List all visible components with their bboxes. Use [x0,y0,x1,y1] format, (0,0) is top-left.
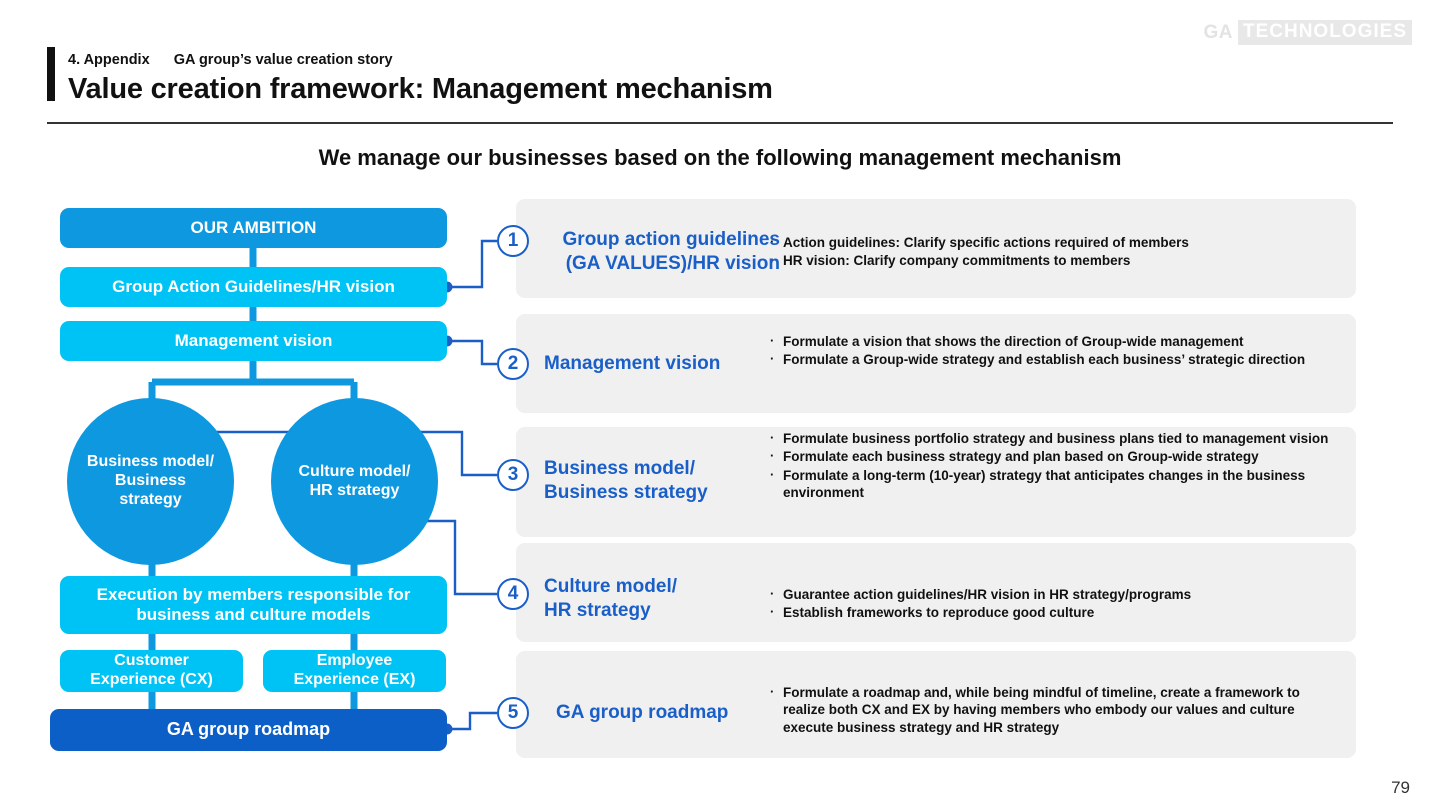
bullet-marker: · [770,234,775,249]
detail-panel-4 [516,543,1356,642]
bullet-text: Establish frameworks to reproduce good c… [783,605,1095,621]
node-label: Group Action Guidelines/HR vision [112,276,395,296]
panel-number-badge-3: 3 [497,459,529,491]
bullet-text: Action guidelines: Clarify specific acti… [783,235,1189,250]
node-label: OUR AMBITION [190,217,317,237]
logo-mark: GA [1203,21,1233,43]
panel-bullets-1: · Action guidelines: Clarify specific ac… [770,234,1340,271]
bullet-item: · Formulate a vision that shows the dire… [770,333,1340,350]
panel-number: 3 [507,464,519,485]
diagram-node-customer-experience: Customer Experience (CX) [60,650,243,692]
panel-number: 4 [507,583,519,604]
detail-panel-2 [516,314,1356,413]
node-label: Customer Experience (CX) [90,652,213,688]
bullet-item: · Formulate business portfolio strategy … [770,430,1345,447]
panel-bullets-4: · Guarantee action guidelines/HR vision … [770,586,1340,623]
title-divider [47,122,1393,124]
bullet-marker: · [770,586,775,601]
bullet-text: Formulate business portfolio strategy an… [783,431,1329,446]
diagram-node-our-ambition: OUR AMBITION [60,208,447,248]
diagram-node-management-vision: Management vision [60,321,447,361]
panel-heading-1: Group action guidelines (GA VALUES)/HR v… [562,229,780,274]
bullet-item: · Guarantee action guidelines/HR vision … [770,586,1340,603]
bullet-text: Formulate each business strategy and pla… [783,449,1259,465]
diagram-node-execution: Execution by members responsible for bus… [60,576,447,634]
bullet-text: Guarantee action guidelines/HR vision in… [783,587,1192,602]
value-creation-diagram: OUR AMBITION Group Action Guidelines/HR … [0,0,520,810]
lead-statement: We manage our businesses based on the fo… [318,145,1122,170]
panel-heading-4: Culture model/ HR strategy [544,576,678,621]
bullet-marker: · [770,448,775,464]
diagram-node-business-model: Business model/ Business strategy [67,398,234,565]
panel-number-badge-1: 1 [497,225,529,257]
bullet-marker: · [770,351,775,367]
panel-number-badge-4: 4 [497,578,529,610]
panel-bullets-5: · Formulate a roadmap and, while being m… [770,684,1345,737]
diagram-node-culture-model: Culture model/ HR strategy [271,398,438,565]
node-label: Execution by members responsible for bus… [96,584,411,624]
detail-panel-3 [516,427,1356,537]
page-title: Value creation framework: Management mec… [68,73,773,105]
breadcrumb-topic: GA group’s value creation story [173,52,393,68]
diagram-node-ga-group-roadmap: GA group roadmap [50,709,447,751]
panel-number: 1 [507,230,519,251]
bullet-marker: · [770,604,775,620]
bullet-item: · Establish frameworks to reproduce good… [770,604,1340,621]
node-label: Management vision [174,330,333,350]
node-label: Business model/ Business strategy [86,453,215,508]
bullet-item: · Formulate each business strategy and p… [770,448,1345,465]
node-label: GA group roadmap [166,719,331,740]
bullet-marker: · [770,252,775,268]
breadcrumb: 4. Appendix GA group’s value creation st… [68,52,393,68]
bullet-item: · HR vision: Clarify company commitments… [770,252,1340,269]
bullet-item: · Formulate a roadmap and, while being m… [770,684,1345,736]
bullet-marker: · [770,430,775,445]
panel-number: 5 [507,702,519,723]
node-label: Employee Experience (EX) [293,652,416,688]
diagram-node-employee-experience: Employee Experience (EX) [263,650,446,692]
node-label: Culture model/ HR strategy [298,462,411,499]
bullet-item: · Action guidelines: Clarify specific ac… [770,234,1340,251]
page-number: 79 [1391,778,1410,797]
panel-heading-5: GA group roadmap [556,702,729,723]
panel-bullets-3: · Formulate business portfolio strategy … [770,430,1345,502]
title-accent-bar [47,47,55,101]
bullet-text: Formulate a roadmap and, while being min… [783,685,1300,735]
panel-heading-2: Management vision [544,353,721,374]
bullet-text: HR vision: Clarify company commitments t… [783,253,1131,269]
detail-panel-5 [516,651,1356,758]
diagram-node-group-action-guidelines: Group Action Guidelines/HR vision [60,267,447,307]
panel-heading-3: Business model/ Business strategy [544,458,708,503]
bullet-text: Formulate a Group-wide strategy and esta… [783,352,1306,368]
bullet-text: Formulate a long-term (10-year) strategy… [783,467,1306,500]
bullet-marker: · [770,466,775,482]
detail-panel-1 [516,199,1356,298]
logo-wordmark: TECHNOLOGIES [1237,20,1412,45]
bullet-item: · Formulate a Group-wide strategy and es… [770,351,1340,368]
panel-bullets-2: · Formulate a vision that shows the dire… [770,333,1340,370]
bullet-marker: · [770,684,775,699]
bullet-marker: · [770,333,775,348]
bullet-item: · Formulate a long-term (10-year) strate… [770,467,1345,502]
panel-number: 2 [507,353,519,374]
panel-number-badge-2: 2 [497,348,529,380]
bullet-text: Formulate a vision that shows the direct… [783,334,1244,349]
panel-number-badge-5: 5 [497,697,529,729]
breadcrumb-section: 4. Appendix [68,52,150,68]
brand-logo: GA TECHNOLOGIES [1203,20,1412,45]
